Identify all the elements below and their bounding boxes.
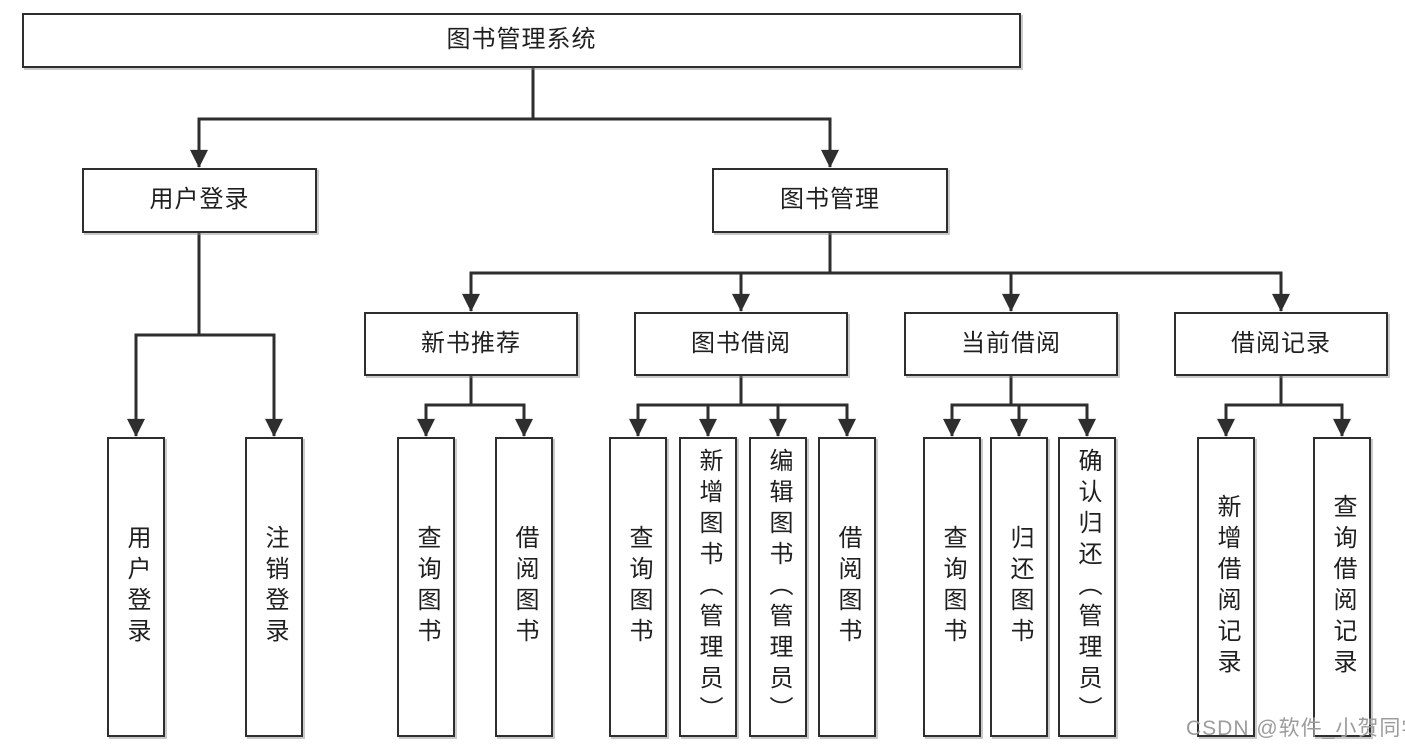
node-label: 注销登录 — [261, 525, 288, 649]
node-label: 查询图书 — [413, 525, 440, 649]
node-label: 确认归还（管理员） — [1074, 447, 1101, 727]
node-label: 新书推荐 — [421, 329, 521, 357]
csdn-watermark: CSDN @软件_小贺同学 — [1186, 717, 1405, 740]
leaf-confirm-return-admin: 确认归还（管理员） — [1058, 437, 1116, 737]
node-user-login: 用户登录 — [82, 168, 317, 233]
node-label: 查询图书 — [939, 525, 966, 649]
node-label: 查询借阅记录 — [1329, 494, 1356, 680]
node-label: 当前借阅 — [961, 329, 1061, 357]
node-label: 新增图书（管理员） — [695, 447, 722, 727]
node-label: 查询图书 — [625, 525, 652, 649]
node-label: 归还图书 — [1006, 525, 1033, 649]
node-label: 图书管理 — [780, 186, 880, 214]
node-label: 图书借阅 — [691, 329, 791, 357]
leaf-logout: 注销登录 — [245, 437, 303, 737]
node-label: 用户登录 — [149, 186, 250, 214]
node-label: 借阅记录 — [1231, 329, 1331, 357]
leaf-add-books-admin: 新增图书（管理员） — [679, 437, 737, 737]
node-book-borrowing: 图书借阅 — [634, 312, 848, 376]
node-label: 编辑图书（管理员） — [765, 447, 792, 727]
leaf-recommend-query-books: 查询图书 — [397, 437, 455, 737]
node-label: 借阅图书 — [511, 525, 538, 649]
node-label: 图书管理系统 — [446, 26, 597, 54]
leaf-add-borrow-record: 新增借阅记录 — [1197, 437, 1255, 737]
node-borrow-records: 借阅记录 — [1174, 312, 1388, 376]
node-label: 借阅图书 — [834, 525, 861, 649]
node-library-management-system: 图书管理系统 — [22, 13, 1021, 68]
leaf-user-login: 用户登录 — [107, 437, 165, 737]
node-label: 用户登录 — [123, 525, 150, 649]
leaf-borrowing-borrow-books: 借阅图书 — [818, 437, 876, 737]
leaf-return-books: 归还图书 — [990, 437, 1048, 737]
leaf-edit-books-admin: 编辑图书（管理员） — [749, 437, 807, 737]
leaf-current-query-books: 查询图书 — [923, 437, 981, 737]
node-new-book-recommend: 新书推荐 — [364, 312, 578, 376]
node-label: 新增借阅记录 — [1213, 494, 1240, 680]
node-current-borrowing: 当前借阅 — [904, 312, 1118, 376]
leaf-recommend-borrow-books: 借阅图书 — [495, 437, 553, 737]
leaf-borrowing-query-books: 查询图书 — [609, 437, 667, 737]
leaf-query-borrow-record: 查询借阅记录 — [1313, 437, 1371, 737]
node-book-management: 图书管理 — [712, 168, 948, 233]
